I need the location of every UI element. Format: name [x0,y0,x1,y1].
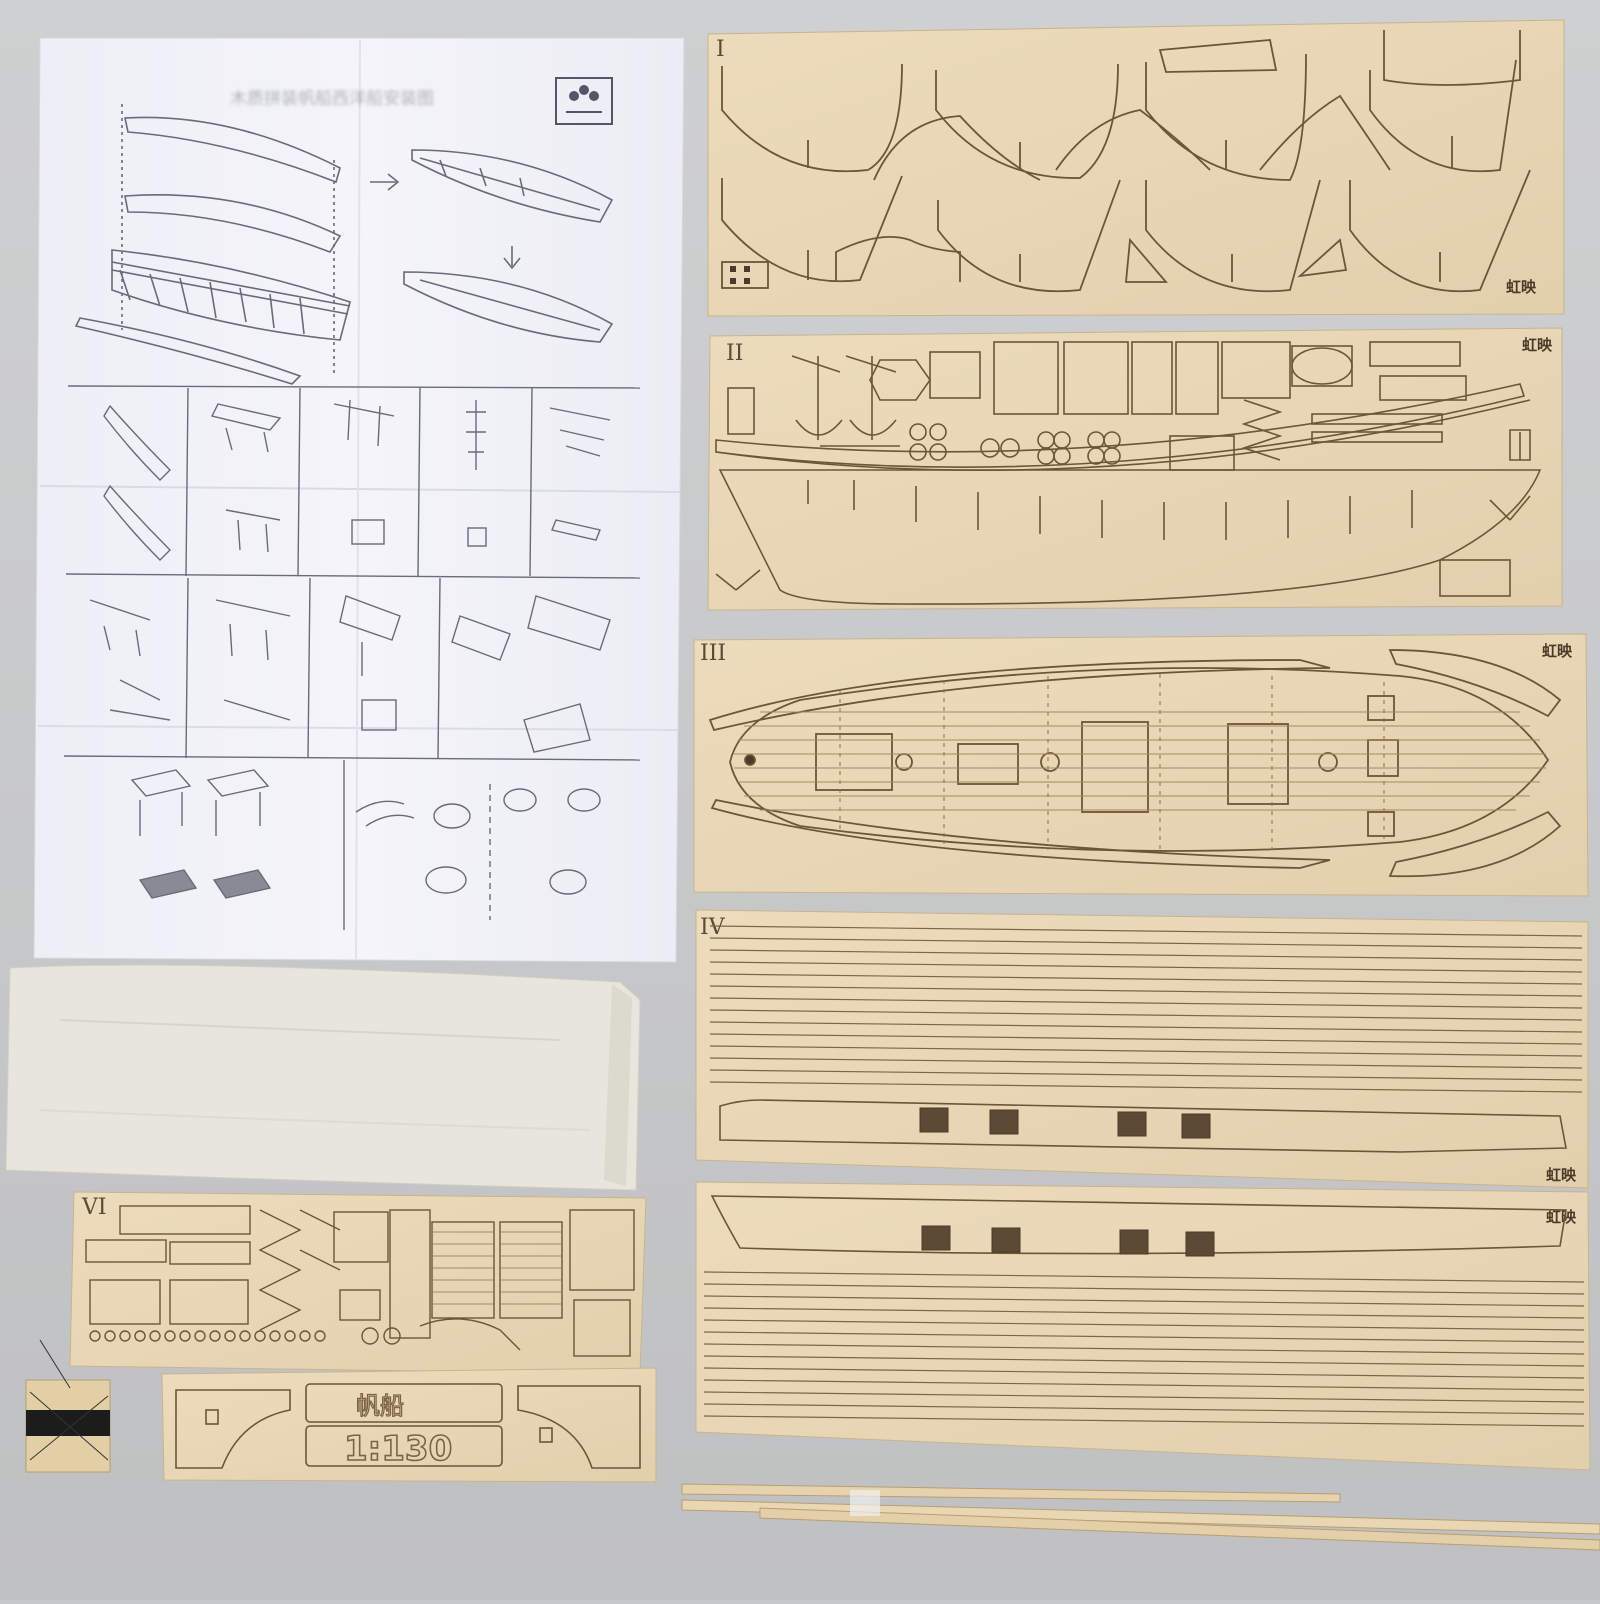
stand-cradle-left [175,1389,291,1469]
stand-plate: 帆船 1:130 [161,1367,657,1483]
board-iii-numeral: III [700,641,726,666]
stand-name-text: 帆船 [356,1392,404,1420]
gun-ports-v [921,1225,1215,1257]
stand-cradle-right [517,1385,641,1469]
gun-ports-iv [919,1107,1211,1139]
hatch-frames [993,341,1129,415]
instruction-sheet: 木质拼装帆船西洋船安装图 [33,37,685,963]
hull-frames [721,30,1531,293]
hull-assembly-diagram [74,104,614,385]
board-i: I 虹映 [707,19,1565,317]
board-vi: VI [69,1191,647,1375]
grating-pattern [431,1221,563,1319]
hull-plank-strips-v [703,1271,1585,1427]
board-vi-numeral: VI [81,1195,107,1220]
board-ii-numeral: II [726,341,743,366]
board-ii: II 虹映 [707,327,1563,611]
sail-cloth [5,964,641,1191]
board-iv-numeral: IV [700,915,726,940]
keel-part [718,469,1542,605]
board-v: 虹映 [695,1181,1591,1471]
board-i-numeral: I [716,37,725,62]
deck-planking [734,711,1546,811]
hull-plank-strips [709,925,1583,1093]
board-iv: IV 虹映 [695,909,1589,1189]
mast-dowels [681,1483,1600,1551]
stand-scale-text: 1:130 [344,1429,452,1469]
bulwark-strip-iv [719,1099,1567,1153]
board-iv-stamp: 虹映 [1546,1166,1577,1184]
assembly-steps-grid [63,385,641,930]
bulwark-strip-v [710,1195,1567,1255]
grating-holes [432,1231,562,1305]
deck-outline [729,667,1550,852]
board-ii-stamp: 虹映 [1522,336,1553,354]
brand-logo-icon [555,77,613,125]
rigging-thread-spool [25,1339,111,1473]
board-iii-stamp: 虹映 [1542,642,1573,660]
board-i-stamp: 虹映 [1506,278,1537,296]
board-v-stamp: 虹映 [1546,1208,1577,1226]
board-iii: III 虹映 [693,633,1589,897]
instruction-title: 木质拼装帆船西洋船安装图 [230,89,434,109]
